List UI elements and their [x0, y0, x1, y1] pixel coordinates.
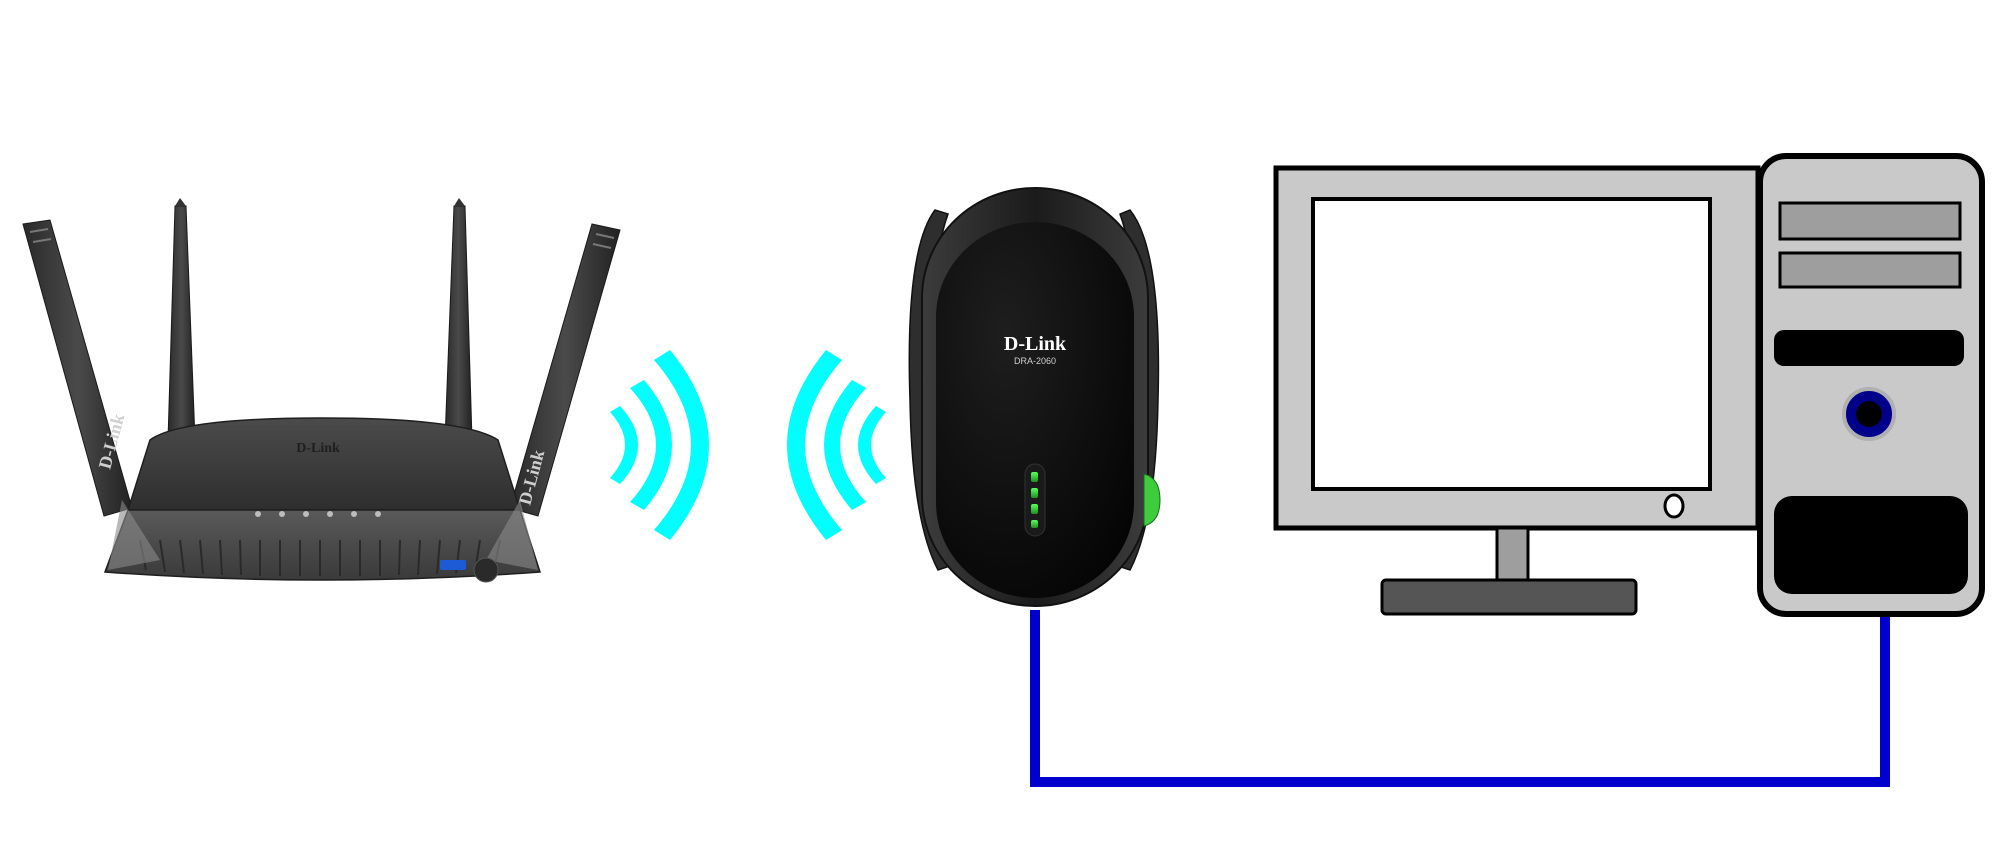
monitor-neck: [1495, 526, 1530, 584]
tower-lower-panel: [1774, 496, 1968, 594]
wifi-signal-left-icon: [787, 350, 886, 540]
monitor-stand: [1380, 578, 1638, 616]
range-extender-icon: D-Link DRA-2060: [908, 187, 1161, 607]
tower-drive-bay-2: [1778, 251, 1962, 289]
router-brand-label: D-Link: [296, 441, 340, 456]
router-antenna-left-outer: [22, 219, 133, 517]
extender-model-label: DRA-2060: [1014, 356, 1056, 366]
extender-front-face: [936, 222, 1134, 598]
tower-slot: [1774, 330, 1964, 366]
ethernet-cable: [1030, 610, 1890, 787]
extender-brand-label: D-Link: [1004, 333, 1067, 355]
extender-wps-button: [1143, 473, 1161, 527]
router-leds: [255, 511, 381, 517]
wifi-signal-right-icon: [610, 350, 709, 540]
tower-drive-bay-1: [1778, 201, 1962, 241]
extender-signal-leds: [1024, 463, 1046, 537]
router-antenna-left-inner: [167, 205, 196, 441]
router-usb-port: [440, 560, 466, 570]
pc-tower-icon: [1757, 153, 1985, 617]
router-antenna-right-outer: [509, 223, 621, 517]
router-antenna-right-inner: [444, 205, 473, 441]
monitor-screen: [1311, 197, 1712, 491]
monitor-power-button: [1663, 493, 1685, 519]
monitor-icon: [1273, 165, 1761, 616]
wireless-router-icon: D-Link D-Link: [22, 198, 621, 583]
router-body: [126, 417, 522, 511]
